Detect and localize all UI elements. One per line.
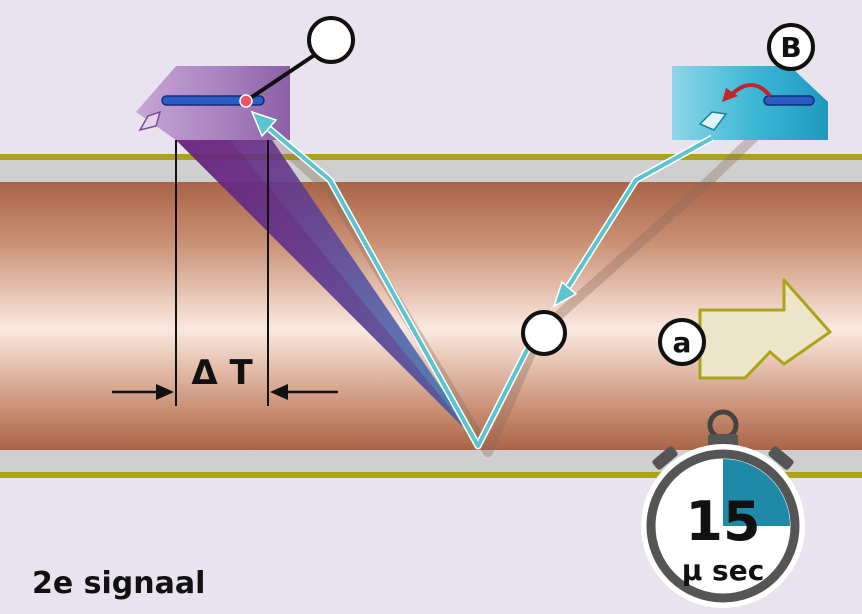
reverse-arrow: [722, 83, 772, 102]
marker-b-circle: [767, 23, 815, 71]
receiver-element-bar: [161, 95, 265, 106]
signal-path: [250, 110, 714, 450]
flow-arrow-group: a: [658, 278, 832, 380]
delta-t-left-arrowhead: [156, 384, 174, 400]
delta-t-right-arrowhead: [270, 384, 288, 400]
signal-arrowhead-down: [552, 280, 578, 308]
caption-text: 2e signaal: [32, 566, 205, 601]
receiver-transducer: [136, 66, 290, 140]
pipe-wall-bottom-edge: [0, 472, 862, 478]
marker-a-circle: [658, 318, 706, 366]
delta-t-label: Δ T: [191, 353, 253, 393]
stopwatch-elapsed-sector: [723, 459, 790, 526]
signal-path-segment-2: [264, 124, 534, 448]
stopwatch-unit: μ sec: [682, 554, 765, 587]
pipe-wall-top-edge: [0, 154, 862, 160]
signal-shadow: [248, 108, 784, 457]
receiver-connector-line: [244, 48, 324, 103]
marker-b: B: [767, 23, 815, 71]
pipe-wall-bottom: [0, 450, 862, 472]
beam-wedge: [176, 140, 478, 442]
sender-crystal-icon: [698, 111, 728, 131]
flow-arrow: [698, 278, 832, 380]
receiver-point: [239, 94, 253, 108]
stopwatch-left-button: [652, 446, 678, 470]
stopwatch: 15 μ sec: [641, 409, 805, 608]
delta-t-measurement: Δ T: [112, 140, 338, 406]
signal-marker-circle: [521, 310, 567, 356]
receiver-marker-circle: [307, 16, 355, 64]
signal-path-segment-1: [558, 136, 713, 302]
sender-transducer: [672, 66, 828, 140]
reverse-arrow-head: [722, 88, 738, 102]
beam-wedge-dark: [176, 140, 478, 442]
signal-arrowhead-up: [250, 110, 278, 138]
marker-a-label: a: [673, 326, 692, 359]
sender-element-bar: [763, 95, 815, 106]
reverse-arrow-curve: [728, 83, 772, 98]
stopwatch-right-button: [768, 446, 794, 470]
receiver-crystal-icon: [138, 110, 162, 132]
marker-b-label: B: [780, 31, 801, 64]
stopwatch-value: 15: [685, 490, 760, 553]
